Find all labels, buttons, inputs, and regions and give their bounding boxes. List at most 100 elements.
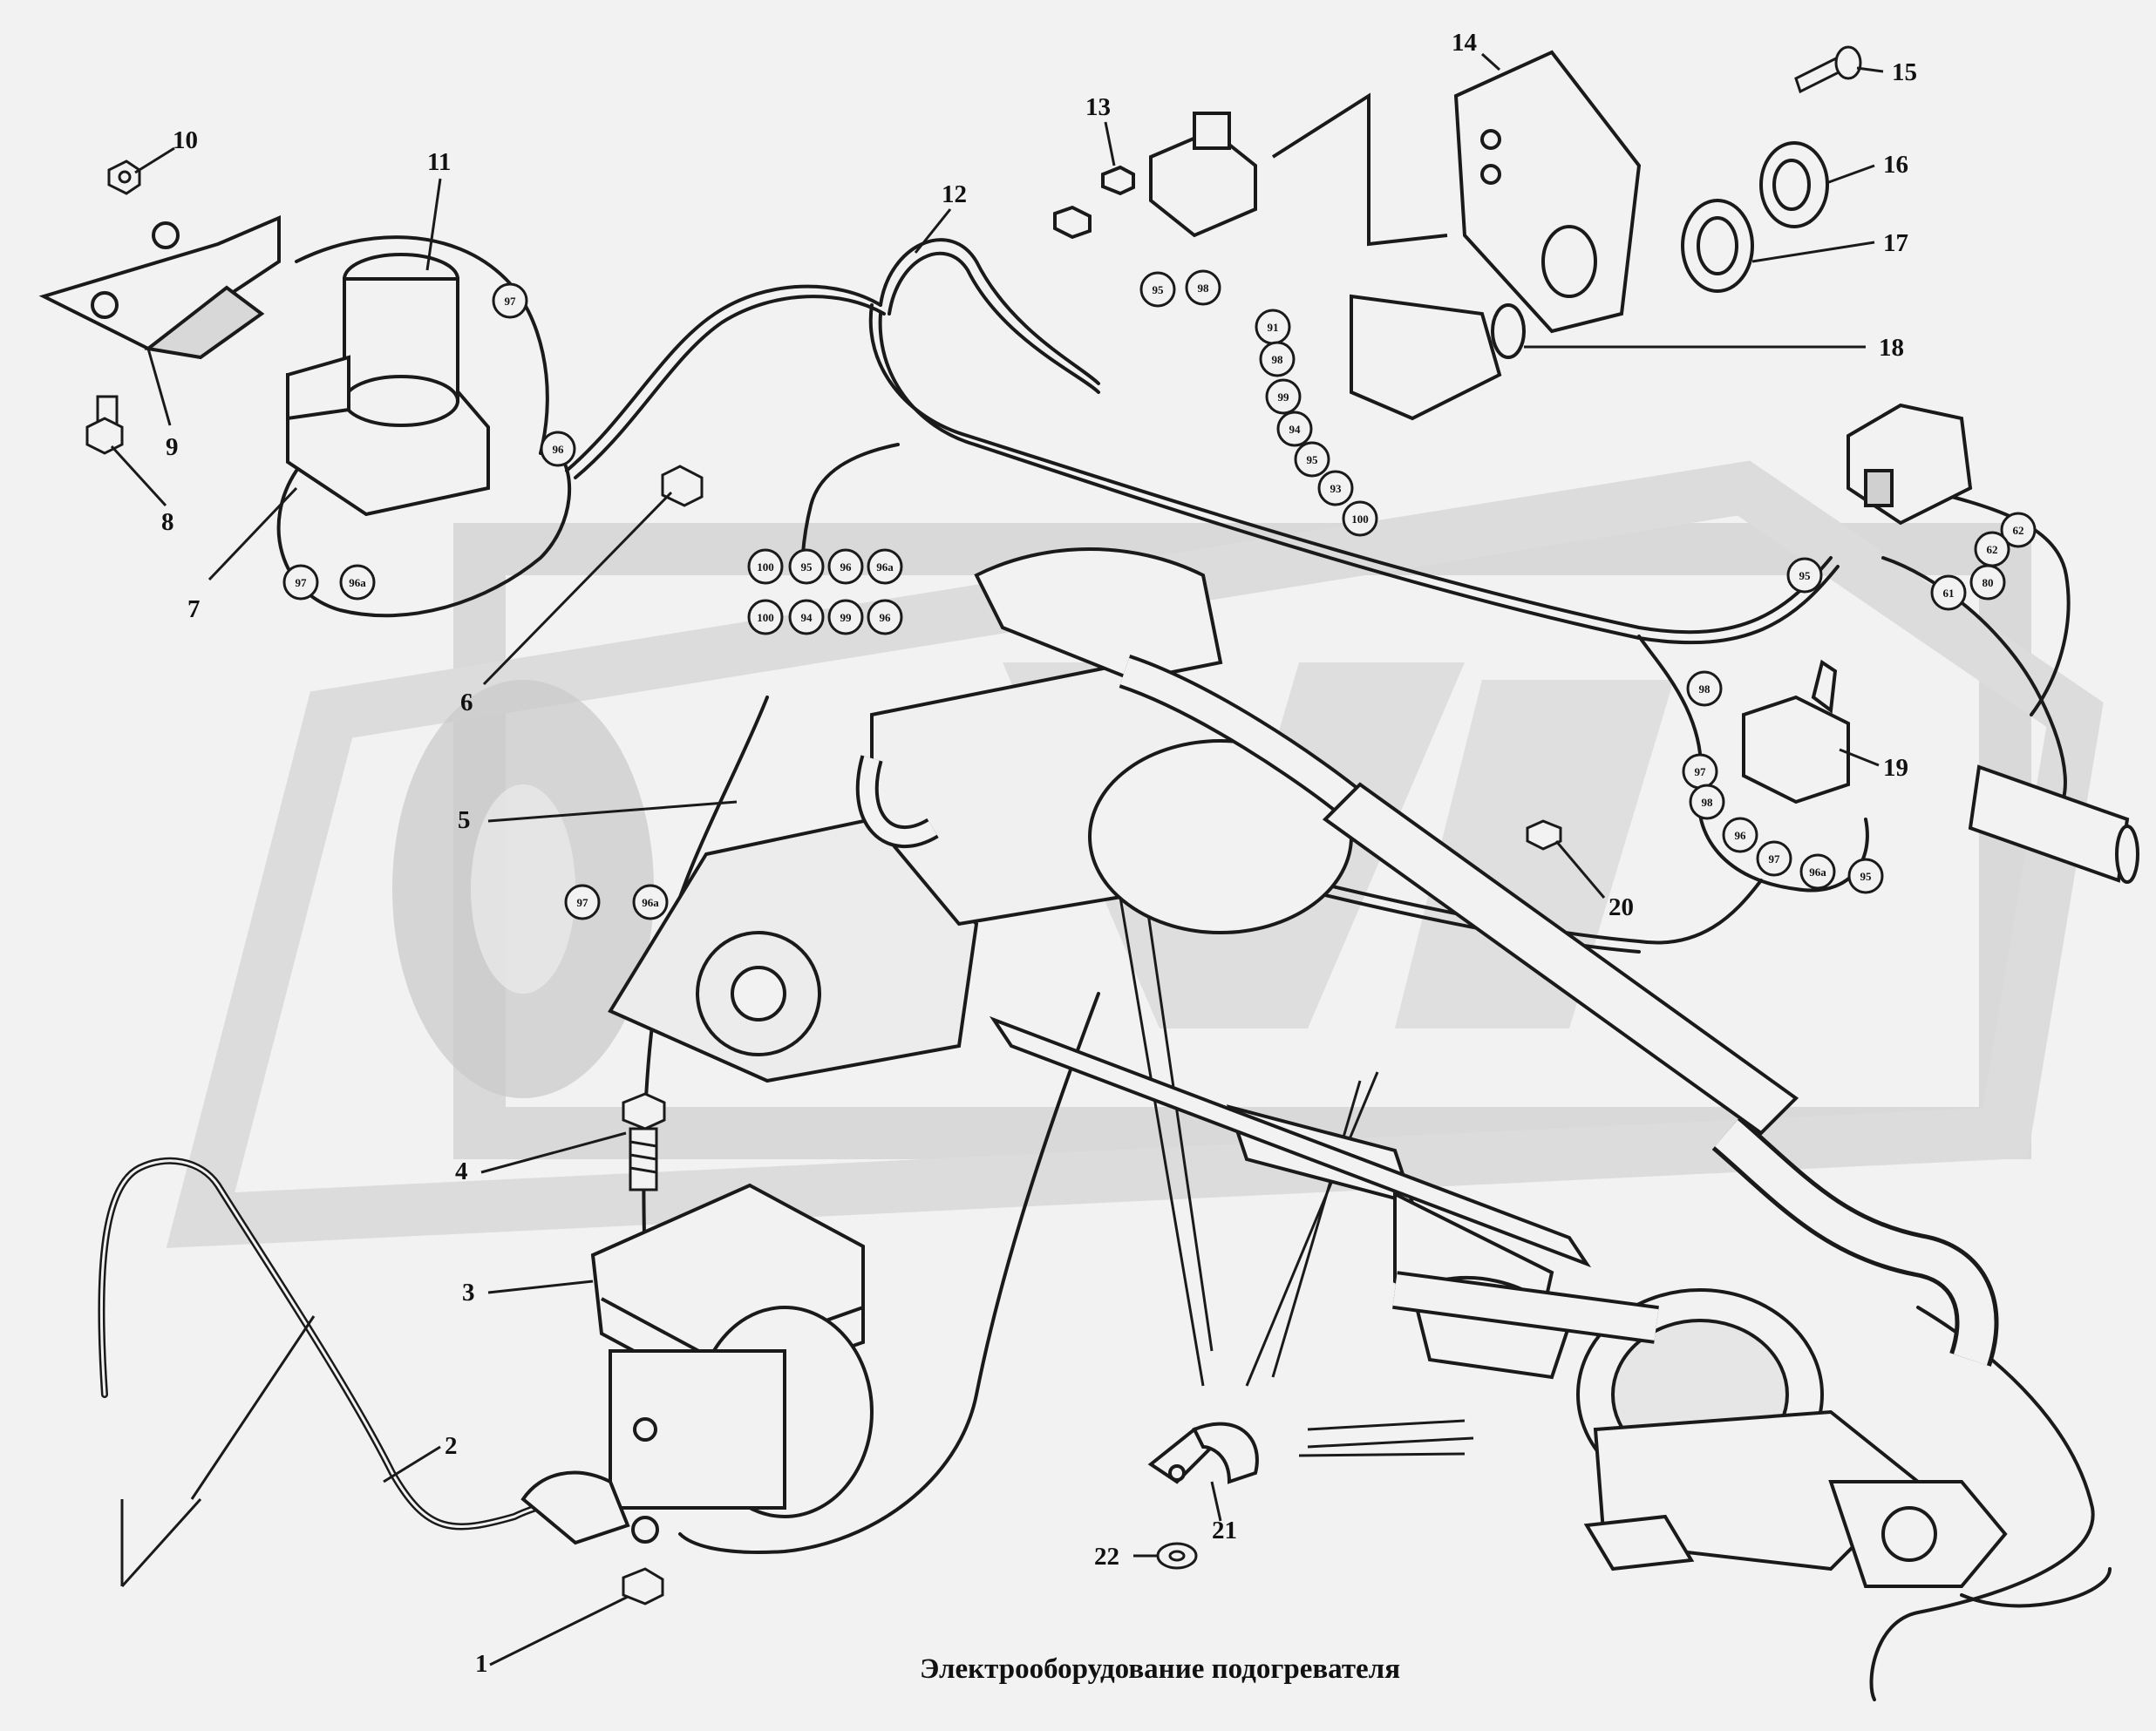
svg-text:97: 97 — [1695, 765, 1707, 778]
tag-96: 96 — [540, 431, 576, 467]
tag-99a: 99 — [1265, 378, 1302, 415]
tag-95a: 95 — [1139, 271, 1176, 308]
nut-1 — [622, 1567, 664, 1605]
tag-97e: 97 — [564, 884, 601, 920]
svg-text:96: 96 — [840, 560, 853, 574]
tag-95c: 95 — [1847, 858, 1884, 894]
callout-17: 17 — [1883, 229, 1908, 257]
svg-text:99: 99 — [1278, 390, 1290, 404]
tag-98: 98 — [1185, 269, 1221, 306]
clamp-leader-lines — [1114, 871, 1474, 1457]
tag-62a: 62 — [1974, 531, 2010, 567]
switch-18 — [1350, 294, 1526, 421]
tag-96b: 96 — [827, 548, 864, 585]
callout-9: 9 — [166, 433, 179, 461]
tag-96e: 96 — [1722, 817, 1758, 853]
tag-98b: 98 — [1686, 670, 1723, 707]
tag-93: 93 — [1317, 470, 1354, 506]
callout-6: 6 — [460, 689, 473, 716]
exhaust-pipe — [1322, 764, 2139, 1367]
callout-4: 4 — [455, 1157, 468, 1185]
tag-94: 94 — [788, 599, 825, 635]
switch-13-area — [1053, 112, 1257, 240]
washer-17 — [1681, 199, 1754, 293]
svg-text:97: 97 — [577, 896, 589, 909]
svg-text:96: 96 — [880, 611, 892, 624]
tag-94a: 94 — [1276, 411, 1313, 447]
callout-2: 2 — [445, 1432, 458, 1460]
svg-text:95: 95 — [1860, 870, 1873, 883]
callout-21: 21 — [1212, 1517, 1237, 1544]
blower-assembly — [1392, 1271, 2008, 1588]
tag-96g: 96а — [632, 884, 669, 920]
tag-100b: 100 — [1342, 500, 1378, 537]
svg-text:94: 94 — [1289, 423, 1302, 436]
callout-5: 5 — [458, 806, 471, 834]
svg-text:61: 61 — [1943, 587, 1955, 600]
svg-text:94: 94 — [801, 611, 813, 624]
nut-10 — [107, 160, 141, 195]
svg-text:95: 95 — [1307, 453, 1319, 466]
tag-98c: 98 — [1689, 784, 1725, 820]
svg-text:100: 100 — [1351, 513, 1369, 526]
relay-19 — [1742, 659, 1850, 804]
bolt-8 — [85, 395, 124, 455]
callout-15: 15 — [1892, 58, 1917, 86]
svg-text:98: 98 — [1272, 353, 1284, 366]
svg-text:96а: 96а — [876, 560, 894, 574]
callout-11: 11 — [427, 148, 451, 176]
tag-95b: 95 — [1294, 441, 1330, 478]
callout-14: 14 — [1452, 29, 1477, 57]
tag-96f: 96а — [1799, 853, 1836, 890]
callout-10: 10 — [173, 126, 198, 154]
callout-13: 13 — [1085, 93, 1111, 121]
clamp-21 — [1147, 1422, 1259, 1484]
svg-text:96а: 96а — [642, 896, 659, 909]
tag-97: 97 — [282, 564, 319, 601]
tag-97b: 97 — [492, 282, 528, 319]
svg-text:62: 62 — [1987, 543, 1998, 556]
svg-text:97: 97 — [1769, 852, 1781, 866]
svg-text:95: 95 — [801, 560, 813, 574]
svg-text:96: 96 — [1735, 829, 1747, 842]
bracket-9 — [38, 214, 281, 360]
tag-61: 61 — [1930, 574, 1967, 611]
diagram-caption: Электрооборудование подогревателя — [920, 1653, 1400, 1685]
tag-96a: 96а — [339, 564, 376, 601]
tag-95: 95 — [788, 548, 825, 585]
svg-text:80: 80 — [1983, 576, 1994, 589]
callout-7: 7 — [187, 595, 201, 623]
svg-text:97: 97 — [505, 295, 517, 308]
plate-14 — [1271, 50, 1642, 334]
svg-text:95: 95 — [1799, 569, 1812, 582]
tag-100a: 100 — [747, 599, 784, 635]
tag-98a: 98 — [1259, 341, 1296, 377]
svg-text:96а: 96а — [349, 576, 366, 589]
callout-19: 19 — [1883, 754, 1908, 782]
svg-text:95: 95 — [1153, 283, 1165, 296]
svg-text:98: 98 — [1198, 282, 1210, 295]
svg-text:98: 98 — [1702, 796, 1714, 809]
tag-62: 62 — [2000, 512, 2037, 548]
tag-91: 91 — [1255, 309, 1291, 345]
relay-11 — [286, 253, 490, 517]
tag-97d: 97 — [1756, 840, 1792, 877]
callout-8: 8 — [161, 508, 174, 536]
svg-text:100: 100 — [757, 611, 774, 624]
bolt-20 — [1526, 819, 1562, 851]
bolt-6 — [661, 465, 704, 507]
tag-96c: 96а — [867, 548, 903, 585]
nut-16 — [1759, 141, 1829, 228]
tag-97c: 97 — [1682, 753, 1718, 790]
tag-100: 100 — [747, 548, 784, 585]
callout-20: 20 — [1608, 893, 1634, 921]
connector-block — [1847, 403, 1973, 526]
callout-16: 16 — [1883, 151, 1908, 179]
heater-unit-5 — [608, 547, 1371, 1083]
svg-text:91: 91 — [1268, 321, 1279, 334]
washer-22 — [1156, 1542, 1198, 1570]
svg-text:96: 96 — [553, 443, 565, 456]
connector-tags: 96а 97 96 97 100 95 96 96а 100 94 99 96 … — [282, 269, 2037, 920]
svg-text:97: 97 — [296, 576, 308, 589]
